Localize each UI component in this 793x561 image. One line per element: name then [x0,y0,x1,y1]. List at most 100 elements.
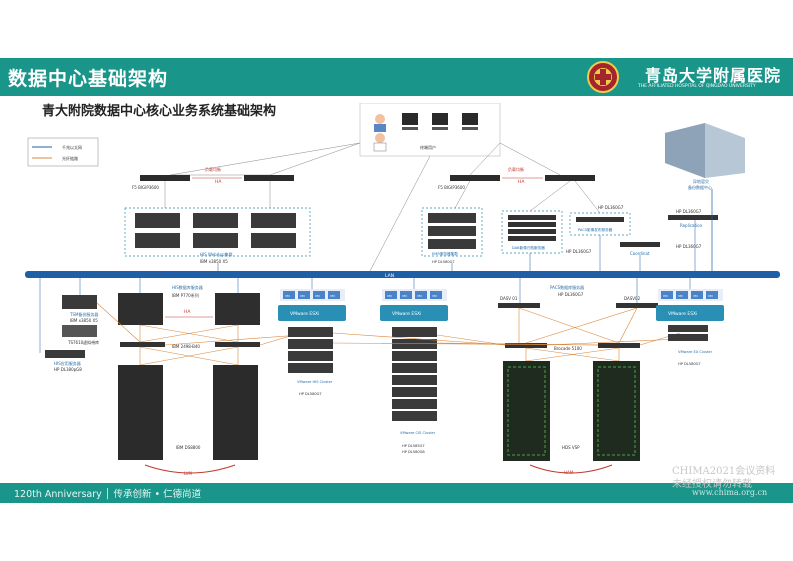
cis-model-1: HP DL585G7 [402,444,425,448]
tape-label: TS7610虚拟带库 [67,339,99,345]
svg-text:VM: VM [663,294,668,298]
user-icon [375,114,385,124]
hospital-name-cn: 青岛大学附属医院 [645,66,782,85]
svg-text:VM: VM [330,294,335,298]
left-lb-label: 负载均衡 [205,166,221,172]
brocade-label: Brocade 5100 [554,346,582,351]
ea-model: HP DL580G7 [678,362,701,366]
his-vmware-cluster: VM VM VM VM VMware ESXi VMware HIS Clust… [278,278,346,396]
tsm-model: IBM x3850 X5 [70,318,98,323]
dr-sub-label: 备份数据中心 [688,184,712,190]
architecture-diagram: 千兆以太网 光纤链路 终端用户 [25,103,780,476]
tsm-label: TSM备份服务器 [69,311,98,317]
his-db-group: HIS数据库服务器 IBM P770系列 HA [118,278,260,325]
dasv1-label: DASV 01 [500,296,518,301]
his-esxi-label: VMware ESXi [290,311,319,317]
pacs-db-model: HP DL360G7 [558,292,584,297]
right-lb-model: F5 BIGIP3600 [438,185,465,190]
emr-label: EMR服务器集群 [432,251,458,256]
ea-vmware-cluster: VM VM VM VM VMware ESXi VMware EA Cluste… [656,278,724,366]
header-bar [0,58,793,96]
cis-cluster-label: VMware CIS Cluster [400,431,436,435]
lvm-label: LVM [184,471,193,476]
hds-label: HDS VSP [562,445,580,450]
footer-bar [0,483,793,503]
ea-cluster-label: VMware EA Cluster [678,350,713,354]
his-cluster-label: VMware HIS Cluster [297,380,333,384]
left-ha-label: HA [215,179,222,185]
right-load-balancers: 负载均衡 HA F5 BIGIP3600 [438,166,595,190]
dr-label: 异地容灾 [693,178,709,184]
svg-text:VM: VM [285,294,290,298]
doctor-icon [375,133,385,143]
replication-label: Replication [680,223,703,228]
dab-group: DAB影像归档服务器 [501,210,563,254]
monitor-icon [432,113,448,125]
clients-group: 终端用户 [359,103,501,157]
backup-group: TSM备份服务器 IBM x3850 X5 TS7610虚拟带库 HIS应用服务… [39,278,99,372]
dasv2-label: DASV02 [624,296,641,301]
svg-text:VM: VM [417,294,422,298]
emr-cluster: EMR服务器集群 HP DL580G7 [421,207,483,264]
left-san-switch: IBM 2498-B40 [172,344,200,349]
his-web-cluster: HIS WebApp集群 IBM x3850 X5 [124,207,311,264]
his-web-model: IBM x3850 X5 [200,259,228,264]
dl360-a: HP DL360G7 [566,249,592,254]
pacs-db-group: PACS数据库服务器 HP DL360G7 DASV 01 DASV02 [498,278,658,308]
pacs-web-model: HP DL360G7 [598,205,624,210]
dr-site: 异地容灾 备份数据中心 HP DL360G7 Replication HP DL… [620,123,745,271]
svg-text:VM: VM [693,294,698,298]
clients-label: 终端用户 [420,144,436,150]
ibm-storage: IBM DS8800 LVM [118,365,258,476]
left-load-balancers: 负载均衡 HA F5 BIGIP3600 [132,166,294,190]
legend-fiber: 光纤链路 [62,155,78,161]
his-app-model: HP DL380pG8 [54,367,82,372]
cis-esxi-label: VMware ESXi [392,311,421,317]
his-cluster-model: HP DL580G7 [299,392,322,396]
svg-text:VM: VM [402,294,407,298]
ea-esxi-label: VMware ESXi [668,311,697,317]
pacs-web-label: PACS影像发布服务器 [578,227,613,232]
cis-model-2: HP DL580G8 [402,450,425,454]
page-title: 数据中心基础架构 [8,68,169,90]
user-icon-body [374,124,386,132]
hds-storage: HDS VSP HAM [503,361,640,475]
watermark-line-3: www.chima.org.cn [692,488,768,497]
left-lb-model: F5 BIGIP3600 [132,185,159,190]
his-app-label: HIS应用服务器 [54,360,81,366]
watermark-line-2: 未经授权请勿转载 [672,479,752,490]
svg-text:VM: VM [678,294,683,298]
his-db-ha: HA [184,309,191,315]
svg-text:VM: VM [300,294,305,298]
coordinator-label: Coordinat [630,251,650,256]
left-san-switches: IBM 2498-B40 [120,342,260,349]
svg-text:VM: VM [708,294,713,298]
dab-label: DAB影像归档服务器 [512,245,545,250]
svg-text:VM: VM [432,294,437,298]
legend-ethernet: 千兆以太网 [62,144,82,150]
legend: 千兆以太网 光纤链路 [27,137,99,167]
his-web-cluster-label: HIS WebApp集群 [200,251,233,257]
hospital-emblem-icon [587,61,619,93]
his-db-model: IBM P770系列 [172,292,199,298]
svg-text:VM: VM [315,294,320,298]
his-db-label: HIS数据库服务器 [172,284,203,290]
cis-vmware-cluster: VM VM VM VM VMware ESXi VMware CIS Clust… [380,278,448,454]
diagram-subtitle: 青大附院数据中心核心业务系统基础架构 [42,104,277,119]
ham-label: HAM [564,470,574,475]
right-ha-label: HA [518,179,525,185]
monitor-icon [462,113,478,125]
hospital-name-en: THE AFFILIATED HOSPITAL OF QINGDAO UNIVE… [638,84,756,89]
right-lb-label: 负载均衡 [508,166,524,172]
monitor-icon [402,113,418,125]
lan-label: LAN [385,273,394,279]
ibm-storage-model: IBM DS8800 [176,445,201,450]
brocade-switches: Brocade 5100 [505,343,640,351]
emr-model: HP DL580G7 [432,260,455,264]
watermark-line-1: CHIMA2021会议资料 [672,466,776,477]
footer-text: 120th Anniversary │ 传承创新 • 仁德尚道 [14,489,202,500]
pacs-db-label: PACS数据库服务器 [550,284,584,290]
hp360-top: HP DL360G7 [676,209,702,214]
svg-text:VM: VM [387,294,392,298]
